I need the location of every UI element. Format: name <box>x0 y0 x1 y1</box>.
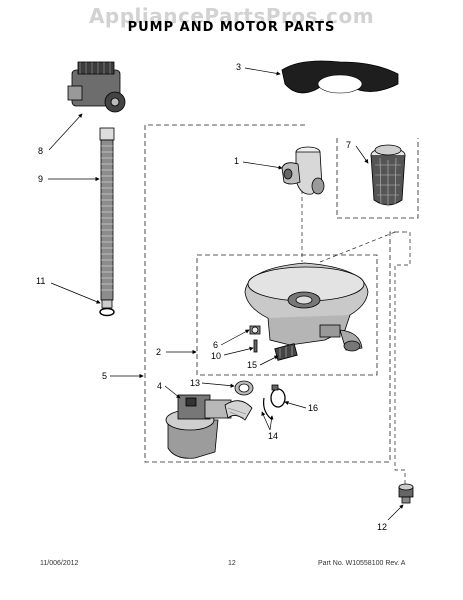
callout-2: 2 <box>156 347 161 357</box>
part-14-hose-clamp <box>263 397 271 419</box>
part-15-sensor <box>274 343 298 361</box>
part-6-check-valve <box>249 325 261 335</box>
callout-5: 5 <box>102 371 107 381</box>
footer-date: 11/006/2012 <box>40 560 79 567</box>
callout-10: 10 <box>211 351 221 361</box>
part-11-hose-clamp <box>99 307 115 317</box>
part-3-filter-gasket <box>281 60 399 94</box>
part-10-screw <box>253 339 258 353</box>
callout-8: 8 <box>38 146 43 156</box>
callout-4: 4 <box>157 381 162 391</box>
part-16-clamp <box>270 384 286 408</box>
callout-14: 14 <box>268 431 278 441</box>
part-9-drain-hose <box>99 127 115 309</box>
watermark: AppliancePartsPros.com <box>88 4 375 28</box>
callout-15: 15 <box>247 360 257 370</box>
assembly-outline-7 <box>336 138 419 219</box>
part-8-diverter-motor <box>67 61 126 113</box>
part-13-seal-ring <box>234 380 254 396</box>
callout-3: 3 <box>236 62 241 72</box>
footer-page-number: 12 <box>228 560 236 567</box>
part-7-filter-assembly <box>370 144 406 207</box>
leader-lines <box>48 67 404 521</box>
part-12-fitting <box>398 483 414 504</box>
callout-11: 11 <box>36 276 45 286</box>
callout-9: 9 <box>38 174 43 184</box>
callout-12: 12 <box>377 522 387 532</box>
callout-6: 6 <box>213 340 218 350</box>
callout-16: 16 <box>308 403 318 413</box>
leader-dashed-1 <box>301 190 411 485</box>
page-title: PUMP AND MOTOR PARTS <box>127 20 336 35</box>
assembly-outline-2 <box>196 254 378 376</box>
part-1-pump-housing <box>281 146 325 195</box>
callout-labels: 3 1 7 8 9 11 2 5 6 10 15 4 13 16 14 12 <box>36 62 387 532</box>
assembly-outline-5 <box>144 124 410 463</box>
callout-13: 13 <box>190 378 200 388</box>
callout-7: 7 <box>346 140 351 150</box>
callout-1: 1 <box>234 156 239 166</box>
part-sump-assembly <box>244 262 369 352</box>
footer-part-number: Part No. W10558100 Rev. A <box>318 560 406 567</box>
part-4-pump-motor <box>165 394 253 459</box>
